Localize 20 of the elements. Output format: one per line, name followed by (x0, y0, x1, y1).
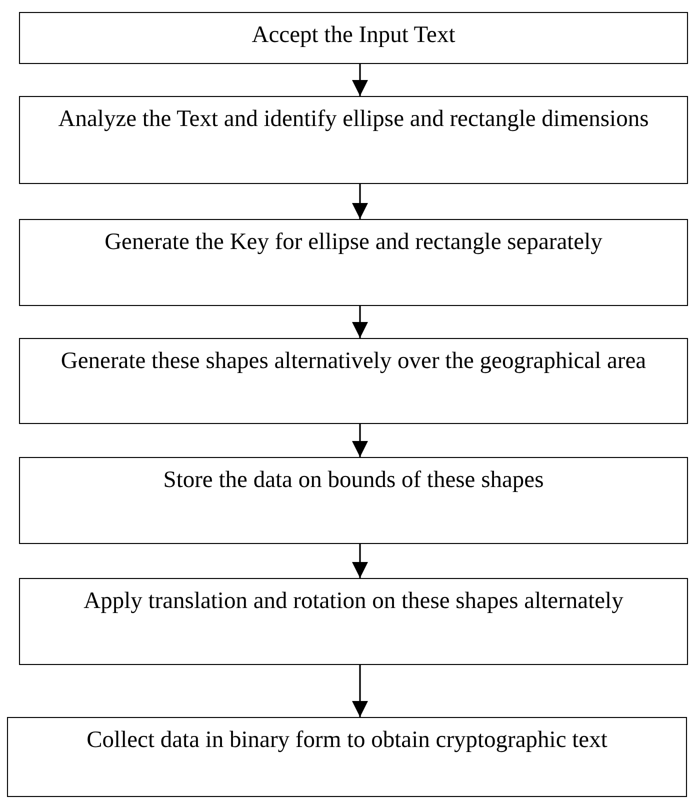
arrow (352, 64, 368, 96)
process-box (19, 457, 688, 544)
step-text: Accept the Input Text (252, 21, 456, 50)
process-box (19, 12, 688, 64)
process-box (19, 578, 688, 665)
step-text: Generate these shapes alternatively over the geographical area (60, 347, 646, 376)
process-box (7, 717, 687, 797)
process-box (19, 96, 688, 184)
arrow (352, 544, 368, 578)
process-box (19, 338, 688, 424)
arrow (352, 665, 368, 717)
step-text: Apply translation and rotation on these shapes alternately (84, 587, 624, 616)
step-text: Generate the Key for ellipse and rectangle separately (104, 228, 602, 257)
step-text: Analyze the Text and identify ellipse and rectangle dimensions (58, 105, 649, 134)
arrow (352, 184, 368, 219)
arrow (352, 306, 368, 338)
step-text: Store the data on bounds of these shapes (163, 466, 544, 495)
step-text: Collect data in binary form to obtain cryptographic text (86, 726, 608, 755)
process-box (19, 219, 688, 306)
arrow (352, 424, 368, 457)
